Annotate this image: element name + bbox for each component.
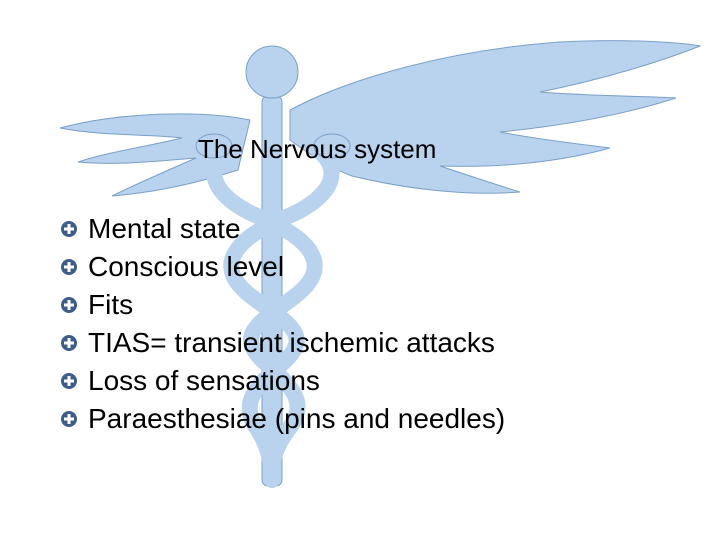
- circled-plus-icon: [61, 373, 77, 389]
- circled-plus-icon: [61, 297, 77, 313]
- bullet-text: Mental state: [88, 213, 241, 244]
- bullet-item: Conscious level: [60, 248, 505, 286]
- snake-right: [223, 142, 340, 488]
- circled-plus-icon: [61, 411, 77, 427]
- bullet-text: Conscious level: [88, 251, 285, 282]
- left-wing: [59, 113, 251, 197]
- snake-head-left: [195, 133, 233, 159]
- bullet-item: TIAS= transient ischemic attacks: [60, 324, 505, 362]
- bullet-text: Fits: [88, 289, 134, 320]
- right-wing: [289, 40, 702, 194]
- bullet-item: Loss of sensations: [60, 362, 505, 400]
- bullet-item: Fits: [60, 286, 505, 324]
- bullet-item: Mental state: [60, 210, 505, 248]
- circled-plus-icon: [61, 221, 77, 237]
- circled-plus-icon: [61, 335, 77, 351]
- staff-knob: [245, 45, 299, 99]
- bullet-text: TIAS= transient ischemic attacks: [88, 327, 495, 358]
- bullet-list: Mental state Conscious level Fits: [60, 210, 505, 438]
- circled-plus-icon: [61, 259, 77, 275]
- bullet-text: Paraesthesiae (pins and needles): [88, 403, 506, 434]
- snake-head-right: [313, 133, 351, 159]
- bullet-text: Loss of sensations: [88, 365, 320, 396]
- bullet-item: Paraesthesiae (pins and needles): [60, 400, 505, 438]
- slide-title: The Nervous system: [198, 134, 437, 164]
